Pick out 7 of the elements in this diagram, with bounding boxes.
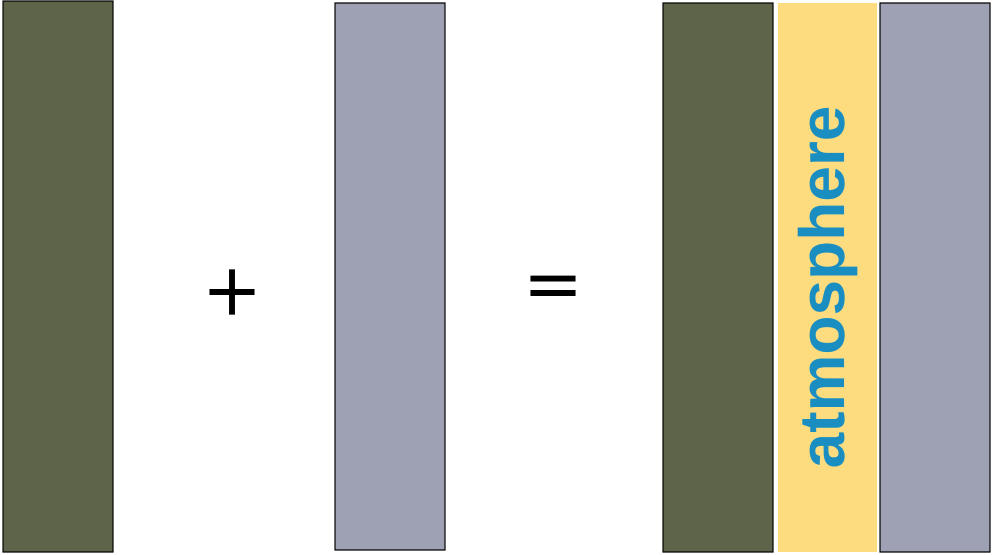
plus-sign: + xyxy=(209,269,255,315)
colour-bar xyxy=(879,2,991,553)
text-band: atmosphere xyxy=(778,3,877,552)
colour-bar xyxy=(334,2,446,551)
colour-bar xyxy=(662,2,774,553)
colour-bar xyxy=(2,0,114,553)
equals-sign: = xyxy=(530,276,576,296)
